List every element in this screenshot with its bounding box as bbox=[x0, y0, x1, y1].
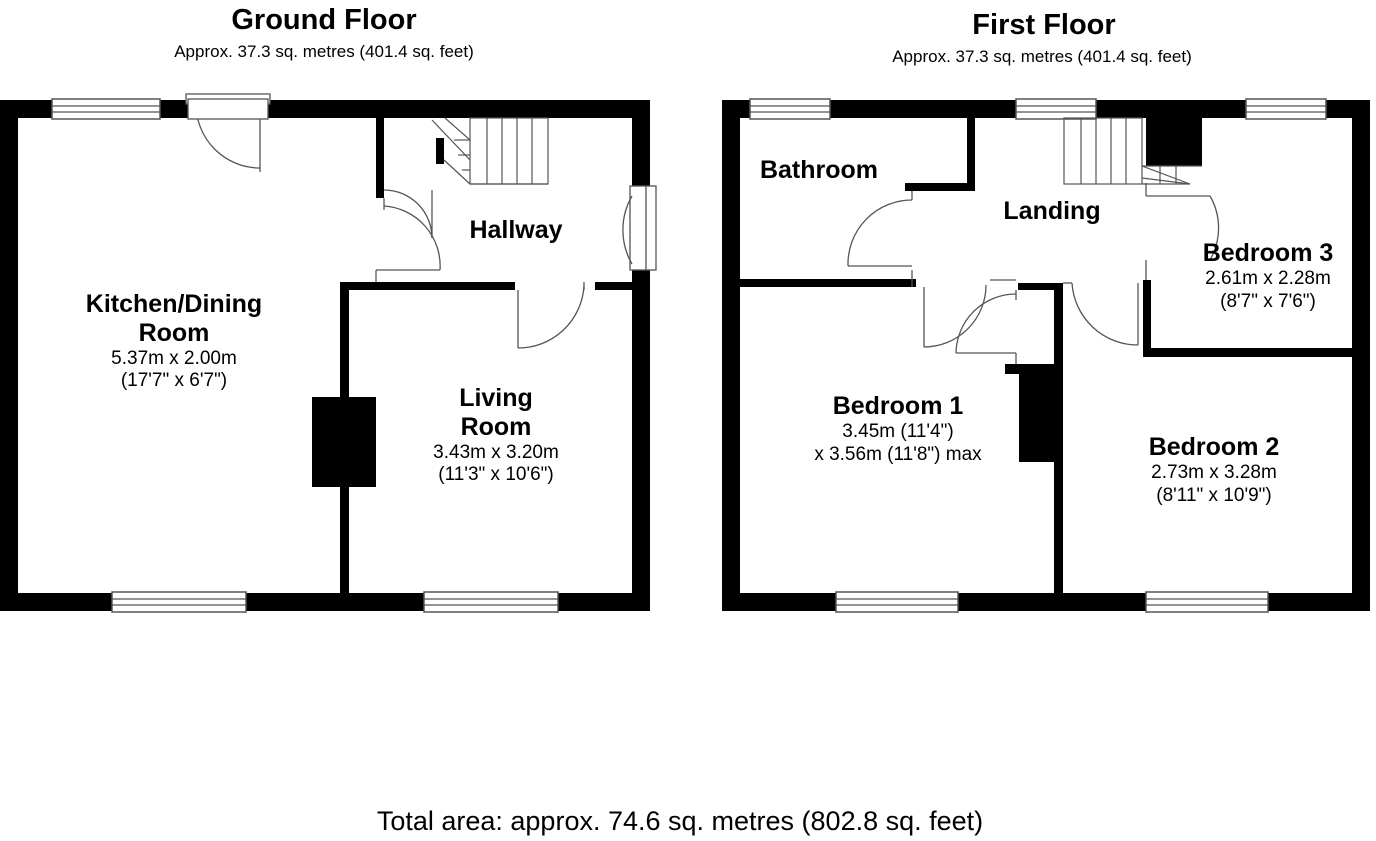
bedroom3-dim-metric: 2.61m x 2.28m bbox=[1205, 267, 1331, 289]
ground-north-wall bbox=[0, 100, 650, 118]
first-chimney bbox=[1146, 116, 1202, 166]
bedroom2-label: Bedroom 2 2.73m x 3.28m (8'11" x 10'9") bbox=[1112, 433, 1316, 507]
ground-floor-area: Approx. 37.3 sq. metres (401.4 sq. feet) bbox=[174, 42, 474, 61]
living-name-line2: Room bbox=[460, 412, 532, 441]
hallway-south-wall-right bbox=[595, 282, 635, 290]
bedroom3-south-wall bbox=[1143, 348, 1355, 357]
bedroom1-north-wall-right bbox=[1018, 283, 1062, 290]
ground-floor-title: Ground Floor bbox=[231, 4, 417, 36]
total-area: Total area: approx. 74.6 sq. metres (802… bbox=[376, 806, 984, 836]
bedroom3-dim-imperial: (8'7" x 7'6") bbox=[1220, 290, 1316, 312]
understairs-wall bbox=[376, 116, 384, 198]
first-staircase bbox=[1063, 117, 1202, 185]
stair-newel bbox=[436, 138, 444, 164]
first-floor-plan bbox=[722, 98, 1370, 613]
bathroom-east-wall bbox=[967, 116, 975, 191]
bathroom-east-wall-step bbox=[905, 183, 975, 191]
ground-staircase bbox=[431, 117, 549, 185]
first-doors bbox=[847, 183, 1220, 364]
first-floor-title: First Floor bbox=[972, 9, 1116, 41]
bedroom2-dim-imperial: (8'11" x 10'9") bbox=[1156, 484, 1272, 506]
bedroom2-name: Bedroom 2 bbox=[1148, 433, 1280, 461]
ground-west-wall bbox=[0, 100, 18, 611]
landing-name: Landing bbox=[1003, 197, 1101, 225]
first-floor-area: Approx. 37.3 sq. metres (401.4 sq. feet) bbox=[892, 47, 1192, 66]
bedroom1-label: Bedroom 1 3.45m (11'4") x 3.56m (11'8") … bbox=[766, 392, 1030, 466]
living-name-line1: Living bbox=[459, 384, 533, 412]
ground-doors bbox=[185, 93, 657, 349]
bedroom1-dim-line1: 3.45m (11'4") bbox=[842, 420, 954, 442]
ground-east-wall bbox=[632, 100, 650, 611]
first-west-wall bbox=[722, 100, 740, 611]
ground-floor-plan bbox=[0, 93, 657, 613]
kitchen-dim-imperial: (17'7" x 6'7") bbox=[120, 370, 228, 392]
bathroom-name: Bathroom bbox=[759, 156, 879, 184]
kitchen-name-line2: Room bbox=[138, 318, 210, 347]
kitchen-label: Kitchen/Dining Room 5.37m x 2.00m (17'7"… bbox=[44, 290, 304, 393]
first-east-wall bbox=[1352, 100, 1370, 611]
bathroom-south-wall bbox=[738, 279, 916, 287]
living-dim-imperial: (11'3" x 10'6") bbox=[438, 464, 554, 486]
chimney-breast bbox=[312, 397, 376, 487]
bedroom3-label: Bedroom 3 2.61m x 2.28m (8'7" x 7'6") bbox=[1168, 239, 1368, 313]
kitchen-dim-metric: 5.37m x 2.00m bbox=[111, 347, 237, 369]
bedroom1-name: Bedroom 1 bbox=[832, 392, 964, 420]
ground-windows bbox=[51, 98, 559, 613]
living-dim-metric: 3.43m x 3.20m bbox=[433, 441, 559, 463]
hallway-south-wall bbox=[340, 282, 515, 290]
kitchen-name-line1: Kitchen/Dining bbox=[85, 290, 263, 318]
bedroom2-dim-metric: 2.73m x 3.28m bbox=[1151, 461, 1277, 483]
bedroom3-name: Bedroom 3 bbox=[1202, 239, 1334, 267]
bedroom1-east-wall bbox=[1054, 283, 1063, 601]
living-label: Living Room 3.43m x 3.20m (11'3" x 10'6"… bbox=[396, 384, 596, 487]
bedroom1-chimney bbox=[1019, 364, 1057, 462]
bedroom1-dim-line2: x 3.56m (11'8") max bbox=[814, 443, 982, 465]
first-windows bbox=[749, 98, 1327, 613]
hallway-name: Hallway bbox=[469, 216, 563, 244]
first-south-wall bbox=[722, 593, 1370, 611]
bedroom3-west-wall bbox=[1143, 280, 1151, 355]
